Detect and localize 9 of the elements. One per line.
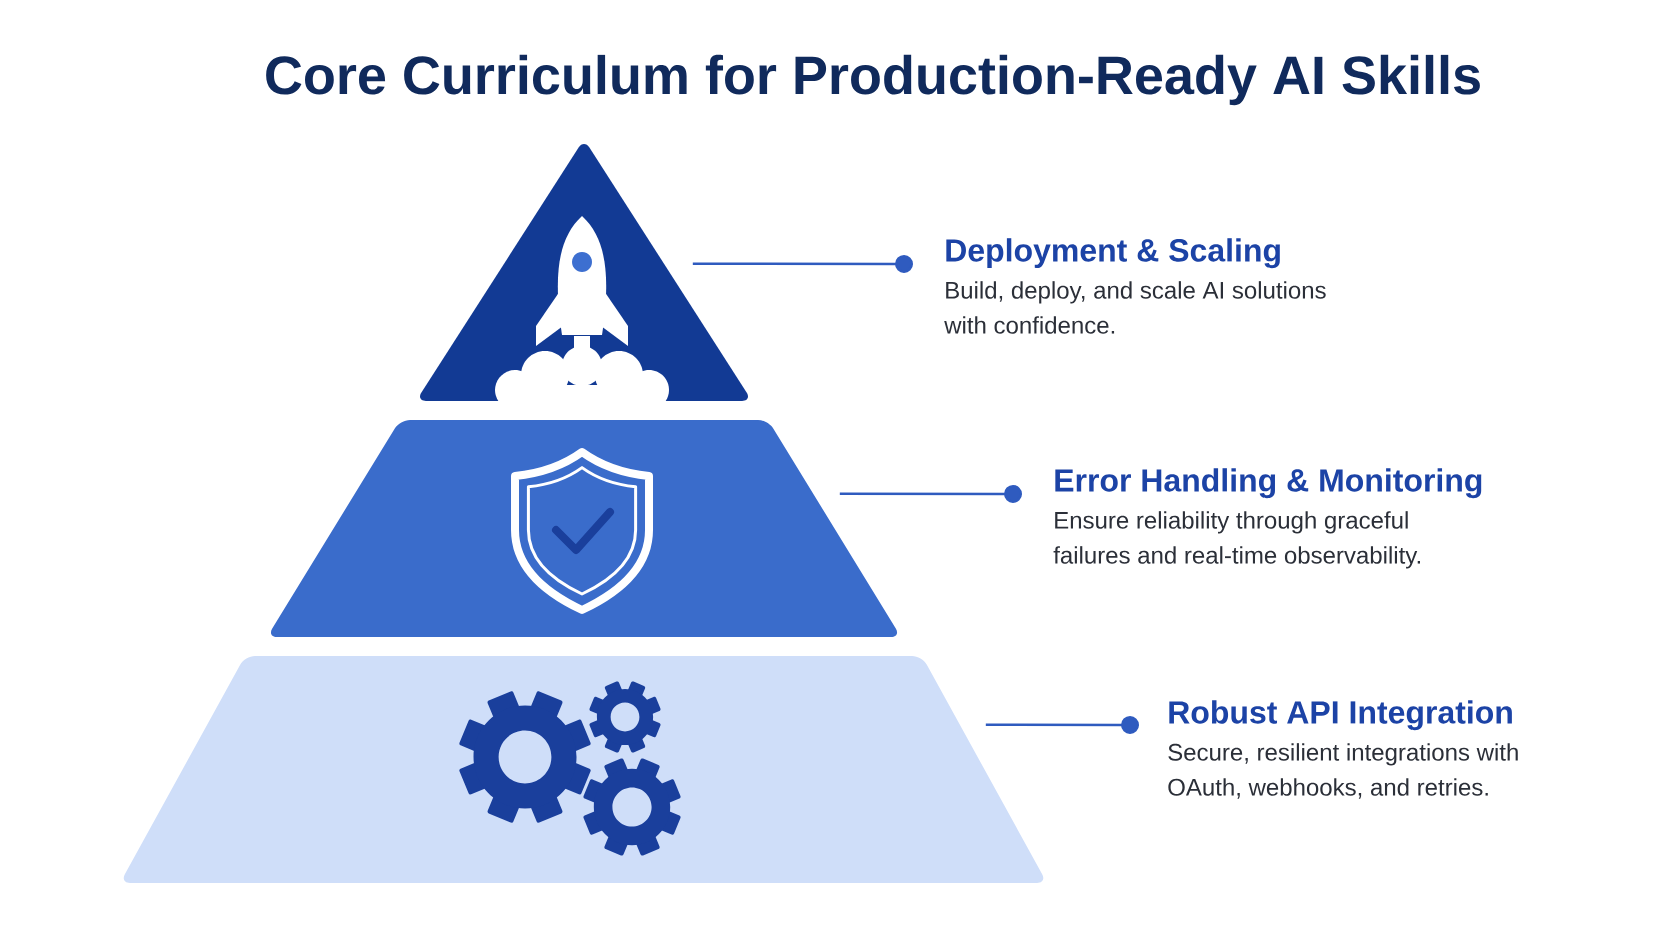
pyramid-tier [123, 656, 1044, 883]
pyramid-tier [270, 420, 898, 637]
tier-description: Deployment & Scaling Build, deploy, and scale AI solutions with confidence. [944, 238, 1326, 334]
tier-description: Error Handling & Monitoring Ensure reliability through graceful failures and real-time observability. [1053, 468, 1482, 569]
leader-line [985, 716, 1139, 734]
leader-line [692, 255, 913, 273]
tier-description: Robust API Integration Secure, resilient integrations with OAuth, webhooks, and retries. [1168, 700, 1518, 799]
leader-line [839, 485, 1022, 503]
title: Core Curriculum for Production-Ready AI Skills [266, 54, 1480, 106]
